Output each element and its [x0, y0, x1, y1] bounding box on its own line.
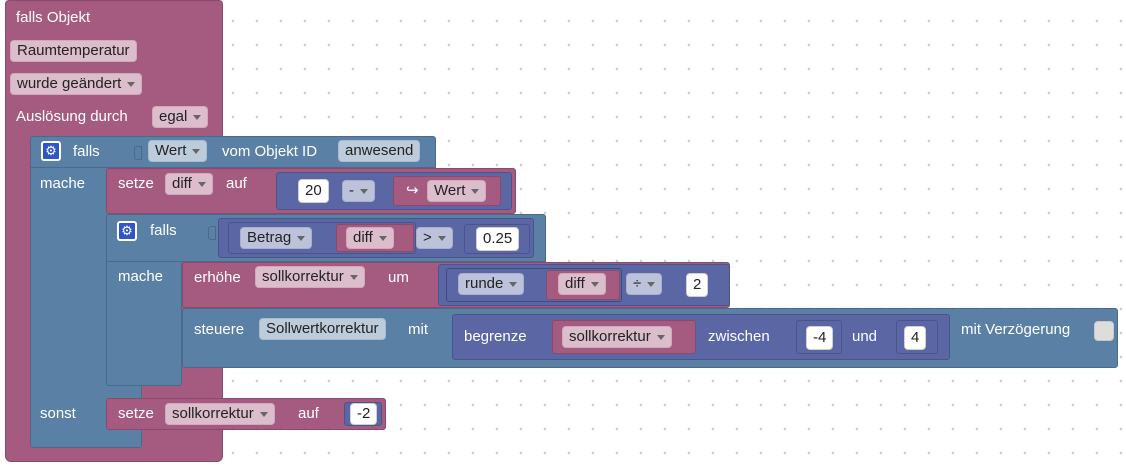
- chevron-down-icon: [127, 81, 136, 87]
- trigger-value: wurde geändert: [17, 75, 122, 92]
- chevron-down-icon: [656, 334, 665, 340]
- inner-if-label: falls: [150, 222, 177, 239]
- function-value: Betrag: [247, 229, 292, 246]
- low-field[interactable]: -4: [806, 326, 834, 350]
- increase-label: erhöhe: [194, 269, 241, 286]
- control-label: steuere: [194, 321, 245, 338]
- ack-value: egal: [159, 108, 188, 125]
- by-label: um: [388, 269, 409, 286]
- threshold-field[interactable]: 0.25: [476, 227, 520, 251]
- compare-operator-dropdown[interactable]: >: [416, 227, 453, 249]
- value-field[interactable]: -2: [350, 403, 378, 425]
- object-id-value: anwesend: [345, 142, 414, 159]
- variable-dropdown[interactable]: diff: [558, 273, 606, 295]
- and-label: und: [852, 328, 878, 345]
- if-label: falls: [73, 143, 100, 160]
- between-label: zwischen: [708, 328, 770, 345]
- number-value: 20: [305, 182, 322, 199]
- value-dropdown[interactable]: ↪: [399, 180, 426, 202]
- variable-dropdown[interactable]: sollkorrektur: [165, 403, 275, 425]
- input-connector: [134, 146, 142, 160]
- set-label: setze: [118, 405, 154, 422]
- chevron-down-icon: [360, 188, 368, 194]
- low-value: -4: [813, 329, 827, 346]
- chevron-down-icon: [437, 235, 446, 241]
- chevron-down-icon: [197, 181, 206, 187]
- delay-label: mit Verzögerung: [961, 321, 1071, 338]
- high-value: 4: [911, 329, 920, 346]
- input-connector: [208, 226, 216, 240]
- ack-label: Auslösung durch: [16, 108, 128, 125]
- object-selector[interactable]: Raumtemperatur: [10, 40, 137, 62]
- variable-name: sollkorrektur: [172, 405, 254, 422]
- to-label: auf: [298, 405, 319, 422]
- gear-icon[interactable]: ⚙: [117, 221, 137, 241]
- variable-name: diff: [353, 229, 373, 246]
- attribute-value: Wert: [155, 142, 187, 159]
- variable-dropdown[interactable]: diff: [165, 173, 213, 195]
- chevron-down-icon: [378, 235, 387, 241]
- variable-name: diff: [565, 275, 585, 292]
- chevron-down-icon: [192, 148, 201, 154]
- value-attr-dropdown[interactable]: Wert: [427, 180, 487, 202]
- trigger-dropdown[interactable]: wurde geändert: [10, 73, 143, 95]
- high-field[interactable]: 4: [904, 326, 927, 350]
- set-label: setze: [118, 175, 154, 192]
- inner-do-label: mache: [118, 268, 164, 285]
- value-attr: Wert: [434, 182, 466, 199]
- chevron-down-icon: [590, 281, 599, 287]
- value-number: -2: [357, 405, 371, 422]
- chevron-down-icon: [297, 235, 306, 241]
- chevron-down-icon: [509, 281, 518, 287]
- else-label: sonst: [40, 405, 76, 422]
- variable-name: sollkorrektur: [262, 268, 344, 285]
- compare-operator: >: [423, 229, 432, 246]
- round-dropdown[interactable]: runde: [458, 273, 525, 295]
- with-label: mit: [408, 321, 428, 338]
- attribute-dropdown[interactable]: Wert: [148, 140, 208, 162]
- chevron-down-icon: [471, 188, 480, 194]
- variable-name: sollkorrektur: [569, 328, 651, 345]
- object-name: Raumtemperatur: [17, 42, 130, 59]
- divide-operator-dropdown[interactable]: ÷: [626, 273, 663, 295]
- divide-operator: ÷: [633, 275, 642, 292]
- target-name: Sollwertkorrektur: [266, 320, 379, 337]
- threshold-value: 0.25: [483, 230, 513, 247]
- chevron-down-icon: [259, 411, 268, 417]
- operator-dropdown[interactable]: -: [342, 180, 375, 202]
- event-title: falls Objekt: [16, 9, 91, 26]
- variable-name: diff: [172, 175, 192, 192]
- function-dropdown[interactable]: Betrag: [240, 227, 313, 249]
- constrain-block[interactable]: [452, 314, 950, 360]
- constrain-label: begrenze: [464, 328, 527, 345]
- operator-value: -: [349, 182, 354, 199]
- target-selector[interactable]: Sollwertkorrektur: [259, 318, 386, 340]
- chevron-down-icon: [193, 114, 202, 120]
- variable-dropdown[interactable]: sollkorrektur: [562, 326, 672, 348]
- do-label: mache: [40, 175, 86, 192]
- arrow-icon: ↪: [406, 182, 419, 199]
- variable-dropdown[interactable]: diff: [346, 227, 394, 249]
- from-object-label: vom Objekt ID: [222, 143, 318, 160]
- round-value: runde: [465, 275, 504, 292]
- object-id-field[interactable]: anwesend: [338, 140, 421, 162]
- divisor-value: 2: [693, 276, 702, 293]
- chevron-down-icon: [349, 274, 358, 280]
- gear-icon[interactable]: ⚙: [41, 141, 61, 161]
- delay-checkbox[interactable]: [1094, 321, 1114, 341]
- number-field[interactable]: 20: [298, 179, 329, 203]
- variable-dropdown[interactable]: sollkorrektur: [255, 266, 365, 288]
- divisor-field[interactable]: 2: [686, 273, 709, 297]
- chevron-down-icon: [647, 281, 656, 287]
- ack-dropdown[interactable]: egal: [152, 106, 209, 128]
- to-label: auf: [226, 175, 247, 192]
